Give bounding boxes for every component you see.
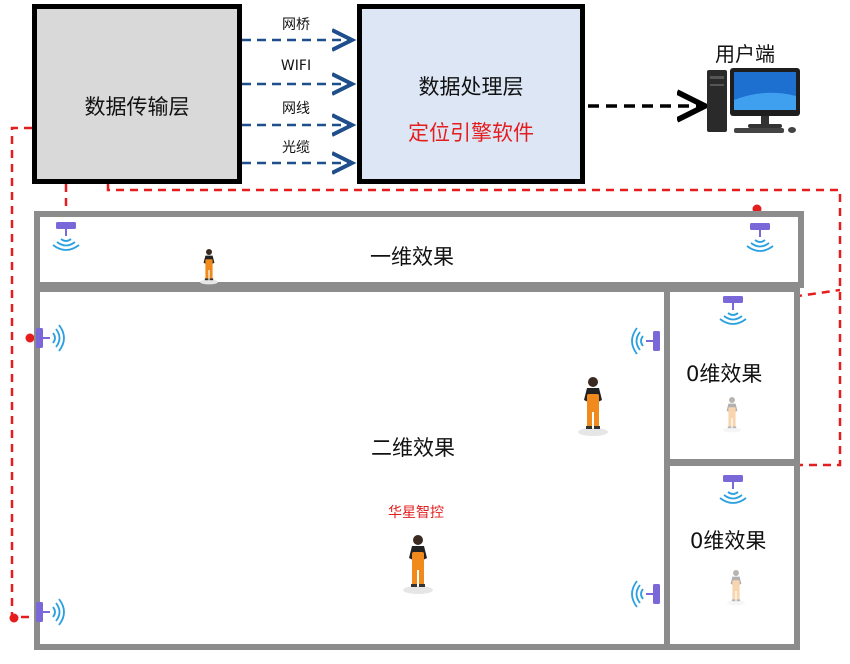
room-one-dimension xyxy=(34,211,804,288)
room-zero-dimension-b xyxy=(664,460,800,650)
link-label-cable: 网线 xyxy=(282,101,310,117)
link-label-wifi: WIFI xyxy=(280,58,312,74)
brand-label: 华星智控 xyxy=(388,505,444,521)
zone-label-zero-d-a: 0维效果 xyxy=(686,362,763,386)
processing-layer-title: 数据处理层 xyxy=(418,75,524,99)
link-arrows xyxy=(242,40,352,163)
link-label-bridge: 网桥 xyxy=(282,17,310,33)
data-processing-layer-box: 数据处理层 定位引擎软件 xyxy=(357,4,585,184)
room-two-dimension xyxy=(34,286,670,650)
link-label-fiber: 光缆 xyxy=(282,140,310,156)
positioning-engine-label: 定位引擎软件 xyxy=(408,121,534,145)
transport-layer-title: 数据传输层 xyxy=(84,95,190,119)
zone-label-zero-d-b: 0维效果 xyxy=(690,529,767,553)
data-transport-layer-box: 数据传输层 xyxy=(32,4,242,184)
zone-label-two-d: 二维效果 xyxy=(371,436,455,460)
user-terminal-label: 用户端 xyxy=(715,42,775,66)
zone-label-one-d: 一维效果 xyxy=(370,245,454,269)
